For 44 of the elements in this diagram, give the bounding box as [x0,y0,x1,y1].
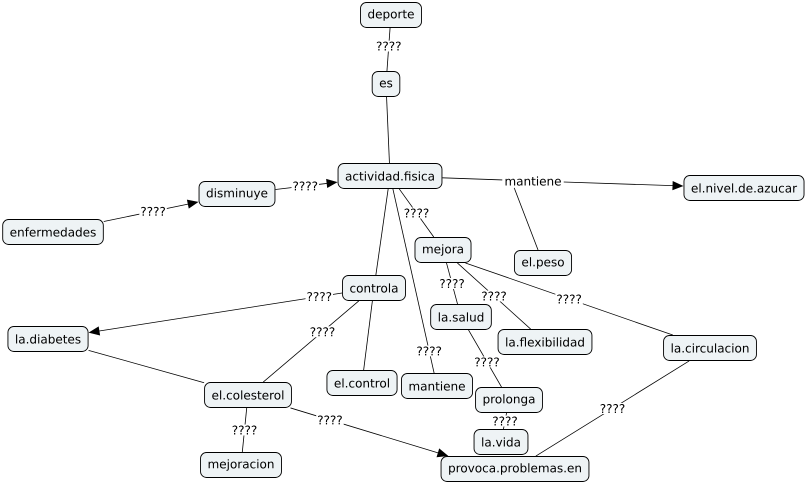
concept-box: disminuye [198,181,276,207]
concept-box: el.colesterol [204,382,292,408]
concept-box: la.diabetes [8,326,89,352]
edge-label: ???? [139,206,167,217]
concept-box: el.peso [514,250,572,276]
edge-label: ???? [438,278,466,289]
edge-label: ???? [292,180,319,192]
edge-label: ???? [480,290,508,302]
edge-label: ???? [316,414,344,426]
edge-label: ???? [598,403,626,414]
connector-line [386,96,390,164]
connector-line [363,300,373,370]
edge-label: ???? [473,356,501,368]
concept-box: la.salud [430,304,492,330]
edge-label: ???? [375,40,402,52]
linking-word: mantiene [502,174,564,188]
concept-box: mantiene [401,373,473,399]
edge-label: ???? [308,326,336,338]
connector-line [375,188,389,276]
concept-box: provoca.problemas.en [440,456,590,482]
connector-line [514,187,538,250]
concept-box: actividad.fisica [338,163,442,189]
concept-box: controla [342,275,406,301]
concept-box: la.flexibilidad [498,329,592,355]
connector-line [88,350,205,384]
concept-box: mejoracion [200,452,282,478]
concept-box: la.vida [474,429,528,455]
concept-box: es [372,71,400,97]
connector-line [442,177,503,180]
edge-label: ???? [555,294,583,304]
edge-label: ???? [306,291,333,302]
edge-label: ???? [491,416,519,426]
edge-label: ???? [402,208,430,218]
connector-line [392,188,434,374]
concept-box: enfermedades [2,219,104,245]
edge-label: ???? [415,346,443,356]
connector-line [535,360,690,456]
concept-box: el.control [326,370,398,396]
concept-box: mejora [414,237,472,263]
edge-label: ???? [230,424,258,436]
concept-box: el.nivel.de.azucar [684,175,804,201]
concept-box: prolonga [475,387,543,413]
concept-box: la.circulacion [663,335,757,361]
concept-box: deporte [360,2,422,28]
